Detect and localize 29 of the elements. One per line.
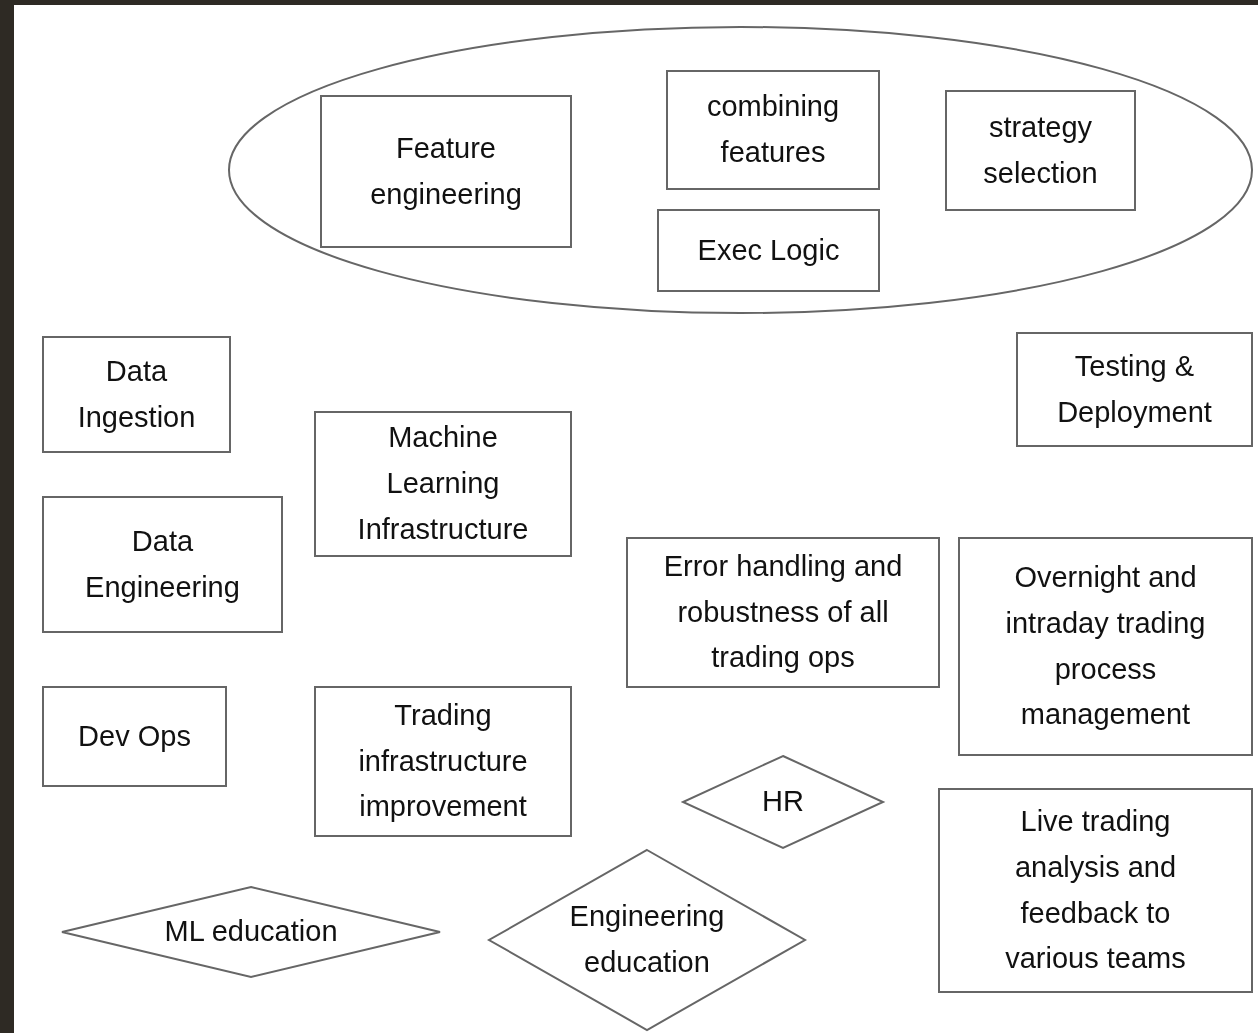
process-box xyxy=(1016,332,1253,447)
node-label: Engineering education xyxy=(568,899,726,980)
process-box xyxy=(657,209,880,292)
process-box xyxy=(666,70,880,190)
node-label: Testing & Deployment xyxy=(1056,348,1213,430)
process-box xyxy=(42,336,231,453)
process-box xyxy=(314,411,572,557)
node-label: Feature engineering xyxy=(369,130,523,212)
process-box xyxy=(42,496,283,633)
node-label: Error handling and robustness of all trading ops xyxy=(662,548,904,676)
node-label: Dev Ops xyxy=(77,718,192,754)
node-label: Trading infrastructure improvement xyxy=(357,697,529,825)
node-label: Exec Logic xyxy=(696,232,841,268)
process-box xyxy=(958,537,1253,756)
process-box xyxy=(938,788,1253,993)
process-box xyxy=(42,686,227,787)
node-label: ML education xyxy=(163,914,339,950)
node-label: HR xyxy=(761,784,805,820)
node-label: strategy selection xyxy=(982,109,1099,191)
node-label: Live trading analysis and feedback to various teams xyxy=(1004,803,1187,977)
process-box xyxy=(945,90,1136,211)
node-label: Overnight and intraday trading process management xyxy=(1004,559,1207,733)
node-label: combining features xyxy=(705,89,841,170)
process-box xyxy=(314,686,572,837)
node-label: Data Ingestion xyxy=(76,353,197,435)
node-label: Machine Learning Infrastructure xyxy=(356,420,530,547)
node-label: Data Engineering xyxy=(84,523,241,605)
process-box xyxy=(320,95,572,248)
process-box xyxy=(626,537,940,688)
